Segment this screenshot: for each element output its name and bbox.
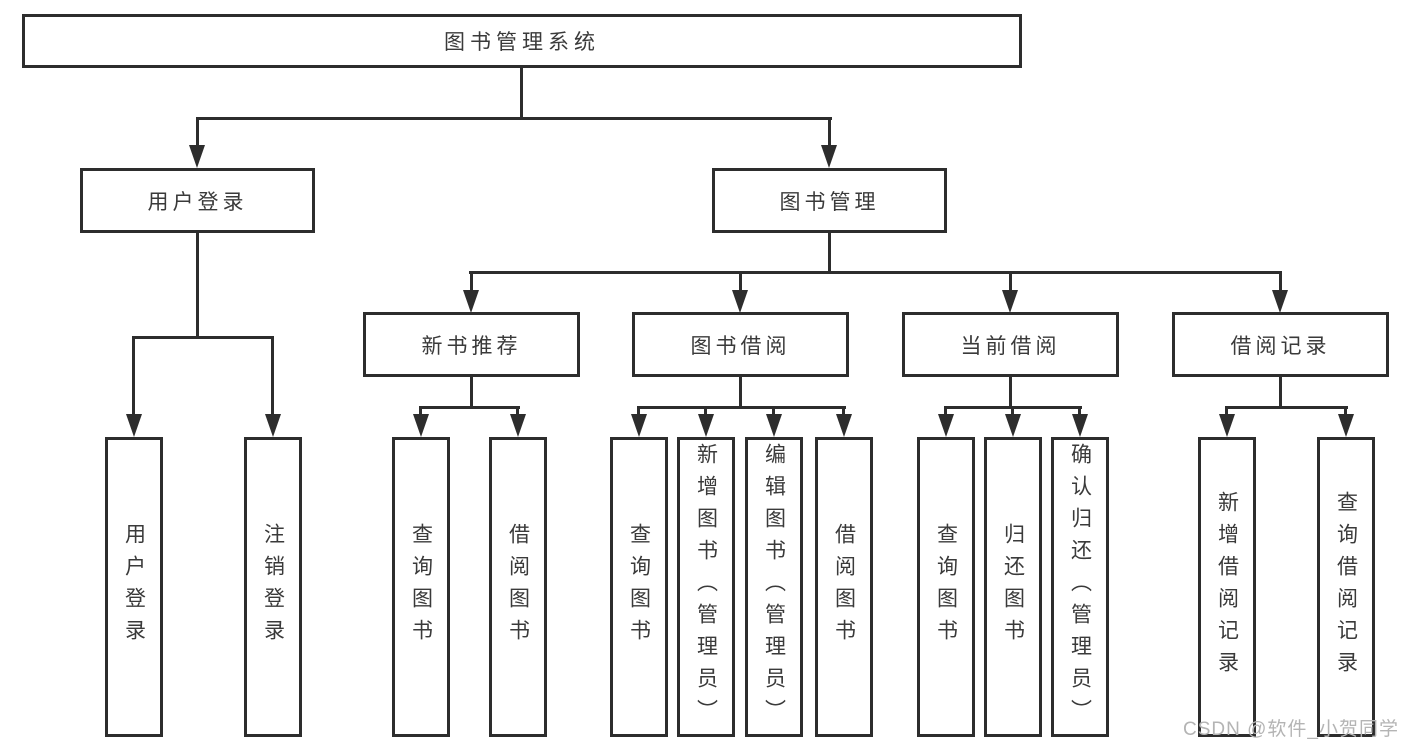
connector-newbook-leaf-stem-2: [516, 406, 519, 418]
leaf-user-login-label: 用户登录: [122, 523, 146, 651]
connector-bookborrow-stem: [739, 377, 742, 409]
connector-l3-stem-current: [1009, 271, 1012, 295]
leaf-newbook-borrow: 借阅图书: [489, 437, 547, 737]
node-root: 图书管理系统: [22, 14, 1022, 68]
leaf-user-login: 用户登录: [105, 437, 163, 737]
node-borrow-record: 借阅记录: [1172, 312, 1389, 377]
connector-newbook-leaf-stem-1: [419, 406, 422, 418]
connector-bookborrow-leaf-stem-4: [842, 406, 845, 418]
connector-currentborrow-leaf-stem-2: [1011, 406, 1014, 418]
leaf-logout: 注销登录: [244, 437, 302, 737]
leaf-record-add: 新增借阅记录: [1198, 437, 1256, 737]
arrowhead-current-borrow: [1002, 290, 1018, 313]
arrowhead-borrow-record: [1272, 290, 1288, 313]
node-current-borrow-label: 当前借阅: [960, 334, 1061, 358]
leaf-borrow-query-label: 查询图书: [627, 523, 651, 651]
arrowhead-bookborrow-leaf-1: [631, 414, 647, 437]
node-new-book-label: 新书推荐: [421, 334, 522, 358]
arrowhead-borrowrecord-leaf-2: [1338, 414, 1354, 437]
connector-currentborrow-leaf-stem-1: [944, 406, 947, 418]
leaf-record-query-label: 查询借阅记录: [1334, 491, 1358, 683]
arrowhead-newbook-leaf-1: [413, 414, 429, 437]
connector-borrowrecord-leaf-stem-1: [1225, 406, 1228, 418]
connector-user-leaf-stem-1: [132, 336, 135, 418]
connector-user-hbar: [132, 336, 274, 339]
arrowhead-book-borrow: [732, 290, 748, 313]
leaf-newbook-borrow-label: 借阅图书: [506, 523, 530, 651]
leaf-record-query: 查询借阅记录: [1317, 437, 1375, 737]
leaf-borrow-book: 借阅图书: [815, 437, 873, 737]
arrowhead-bookborrow-leaf-4: [836, 414, 852, 437]
leaf-current-confirm: 确认归还（管理员）: [1051, 437, 1109, 737]
csdn-watermark: CSDN @软件_小贺同学: [1183, 719, 1399, 740]
connector-bookborrow-leaf-stem-3: [772, 406, 775, 418]
leaf-borrow-query: 查询图书: [610, 437, 668, 737]
node-borrow-record-label: 借阅记录: [1230, 334, 1331, 358]
leaf-current-query-label: 查询图书: [934, 523, 958, 651]
connector-user-leaf-stem-2: [271, 336, 274, 418]
connector-l3-stem-newbook: [470, 271, 473, 295]
connector-user-stem: [196, 233, 199, 339]
node-user-login-label: 用户登录: [147, 190, 248, 214]
connector-newbook-stem: [470, 377, 473, 409]
leaf-current-return: 归还图书: [984, 437, 1042, 737]
arrowhead-user-login: [189, 145, 205, 168]
node-root-label: 图书管理系统: [444, 31, 600, 54]
arrowhead-borrowrecord-leaf-1: [1219, 414, 1235, 437]
connector-l3-hbar: [469, 271, 1282, 274]
connector-bookborrow-leaf-stem-1: [637, 406, 640, 418]
leaf-current-query: 查询图书: [917, 437, 975, 737]
arrowhead-book-mgmt: [821, 145, 837, 168]
arrowhead-currentborrow-leaf-3: [1072, 414, 1088, 437]
arrowhead-leaf-login: [126, 414, 142, 437]
connector-l2-hbar: [196, 117, 832, 120]
leaf-logout-label: 注销登录: [261, 523, 285, 651]
node-new-book: 新书推荐: [363, 312, 580, 377]
leaf-borrow-edit-label: 编辑图书（管理员）: [762, 443, 786, 731]
arrowhead-newbook-leaf-2: [510, 414, 526, 437]
connector-l2-stem-right: [828, 117, 831, 150]
leaf-borrow-edit: 编辑图书（管理员）: [745, 437, 803, 737]
leaf-current-return-label: 归还图书: [1001, 523, 1025, 651]
node-book-mgmt-label: 图书管理: [779, 190, 880, 214]
connector-newbook-hbar: [419, 406, 520, 409]
connector-l3-stem-record: [1279, 271, 1282, 295]
arrowhead-new-book: [463, 290, 479, 313]
arrowhead-currentborrow-leaf-1: [938, 414, 954, 437]
node-current-borrow: 当前借阅: [902, 312, 1119, 377]
leaf-newbook-query: 查询图书: [392, 437, 450, 737]
arrowhead-bookborrow-leaf-2: [698, 414, 714, 437]
connector-l2-stem-left: [196, 117, 199, 150]
connector-borrowrecord-hbar: [1225, 406, 1348, 409]
leaf-newbook-query-label: 查询图书: [409, 523, 433, 651]
connector-bookmgmt-stem: [828, 233, 831, 274]
connector-borrowrecord-stem: [1279, 377, 1282, 409]
node-user-login: 用户登录: [80, 168, 315, 233]
connector-currentborrow-leaf-stem-3: [1078, 406, 1081, 418]
connector-currentborrow-stem: [1009, 377, 1012, 409]
arrowhead-currentborrow-leaf-2: [1005, 414, 1021, 437]
connector-root-stem: [520, 68, 523, 120]
leaf-borrow-book-label: 借阅图书: [832, 523, 856, 651]
node-book-mgmt: 图书管理: [712, 168, 947, 233]
connector-l3-stem-borrow: [739, 271, 742, 295]
connector-borrowrecord-leaf-stem-2: [1344, 406, 1347, 418]
arrowhead-leaf-logout: [265, 414, 281, 437]
connector-bookborrow-hbar: [637, 406, 846, 409]
node-book-borrow: 图书借阅: [632, 312, 849, 377]
leaf-borrow-add-label: 新增图书（管理员）: [694, 443, 718, 731]
arrowhead-bookborrow-leaf-3: [766, 414, 782, 437]
node-book-borrow-label: 图书借阅: [690, 334, 791, 358]
leaf-current-confirm-label: 确认归还（管理员）: [1068, 443, 1092, 731]
leaf-record-add-label: 新增借阅记录: [1215, 491, 1239, 683]
leaf-borrow-add: 新增图书（管理员）: [677, 437, 735, 737]
connector-bookborrow-leaf-stem-2: [704, 406, 707, 418]
